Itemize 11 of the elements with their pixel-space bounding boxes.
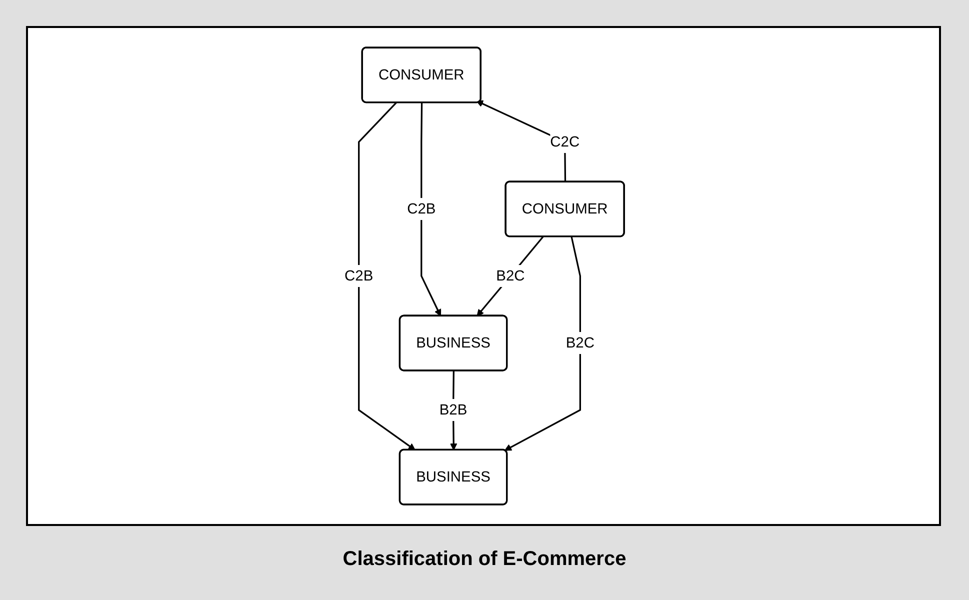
edge-label: C2B <box>344 267 373 284</box>
edge-label: B2C <box>566 334 594 351</box>
edge-label: B2C <box>496 267 524 284</box>
edge-label: C2B <box>406 200 436 217</box>
edge-label: B2B <box>439 401 467 418</box>
caption: Classification of E-Commerce <box>342 548 626 570</box>
arrow <box>358 102 416 450</box>
arrow <box>420 102 441 316</box>
arrow <box>476 236 544 316</box>
edge-label: C2C <box>550 133 580 150</box>
arrow <box>504 236 581 451</box>
